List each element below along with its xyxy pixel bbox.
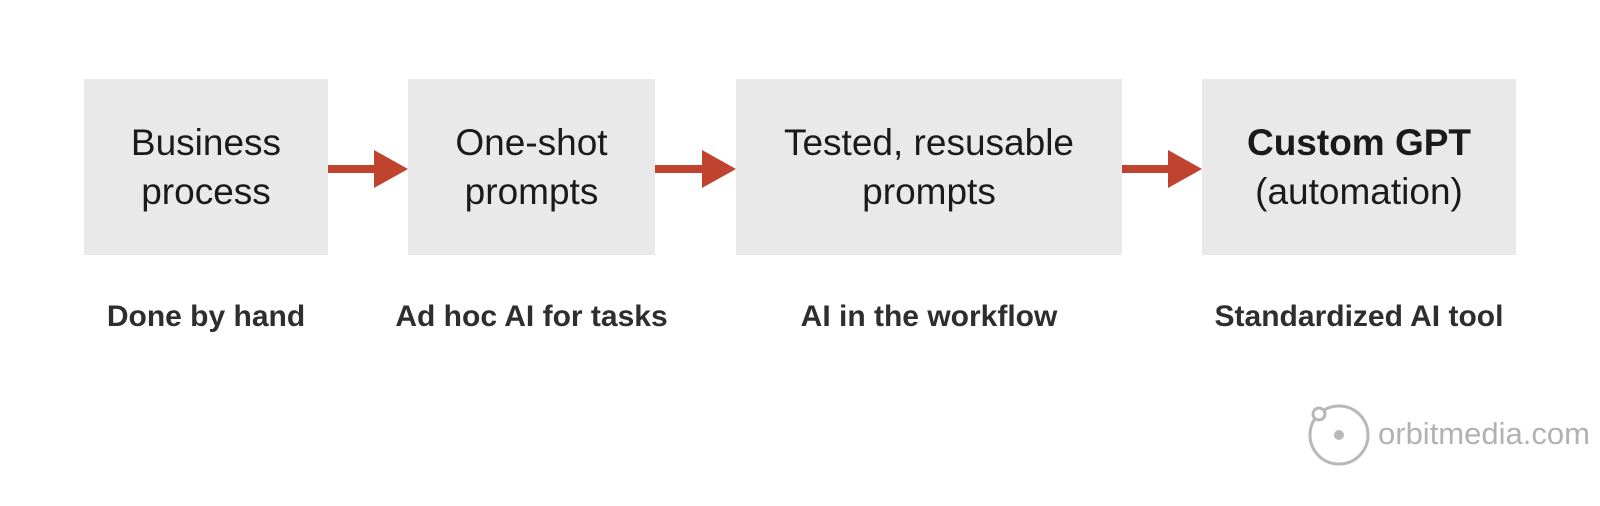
arrow-right-icon (328, 150, 408, 188)
step-box-line: Business (130, 122, 282, 163)
step-caption: Standardized AI tool (1214, 300, 1504, 333)
orbit-logo-icon (1308, 404, 1370, 466)
step-box-line: (automation) (1255, 171, 1463, 212)
step-caption: AI in the workflow (800, 300, 1058, 333)
step-box-tested-reusable-prompts: Tested, resusable prompts (736, 79, 1122, 255)
step-box-one-shot-prompts: One-shot prompts (408, 79, 655, 255)
step-caption: Ad hoc AI for tasks (395, 300, 668, 333)
step-box-line: process (141, 171, 271, 212)
step-box-line: prompts (862, 171, 996, 212)
step-caption: Done by hand (106, 300, 306, 333)
orbit-media-logo: orbitmedia.com (1306, 402, 1596, 468)
step-box-line: Tested, resusable (783, 122, 1074, 163)
step-box-business-process: Business process (84, 79, 328, 255)
arrow-right-icon (1122, 150, 1202, 188)
step-box-line: prompts (464, 171, 599, 212)
logo-wordmark: orbitmedia.com (1378, 416, 1590, 451)
step-box-custom-gpt: Custom GPT (automation) (1202, 79, 1516, 255)
step-box-line: One-shot (455, 122, 608, 163)
arrow-right-icon (655, 150, 736, 188)
step-box-line: Custom GPT (1246, 122, 1472, 163)
